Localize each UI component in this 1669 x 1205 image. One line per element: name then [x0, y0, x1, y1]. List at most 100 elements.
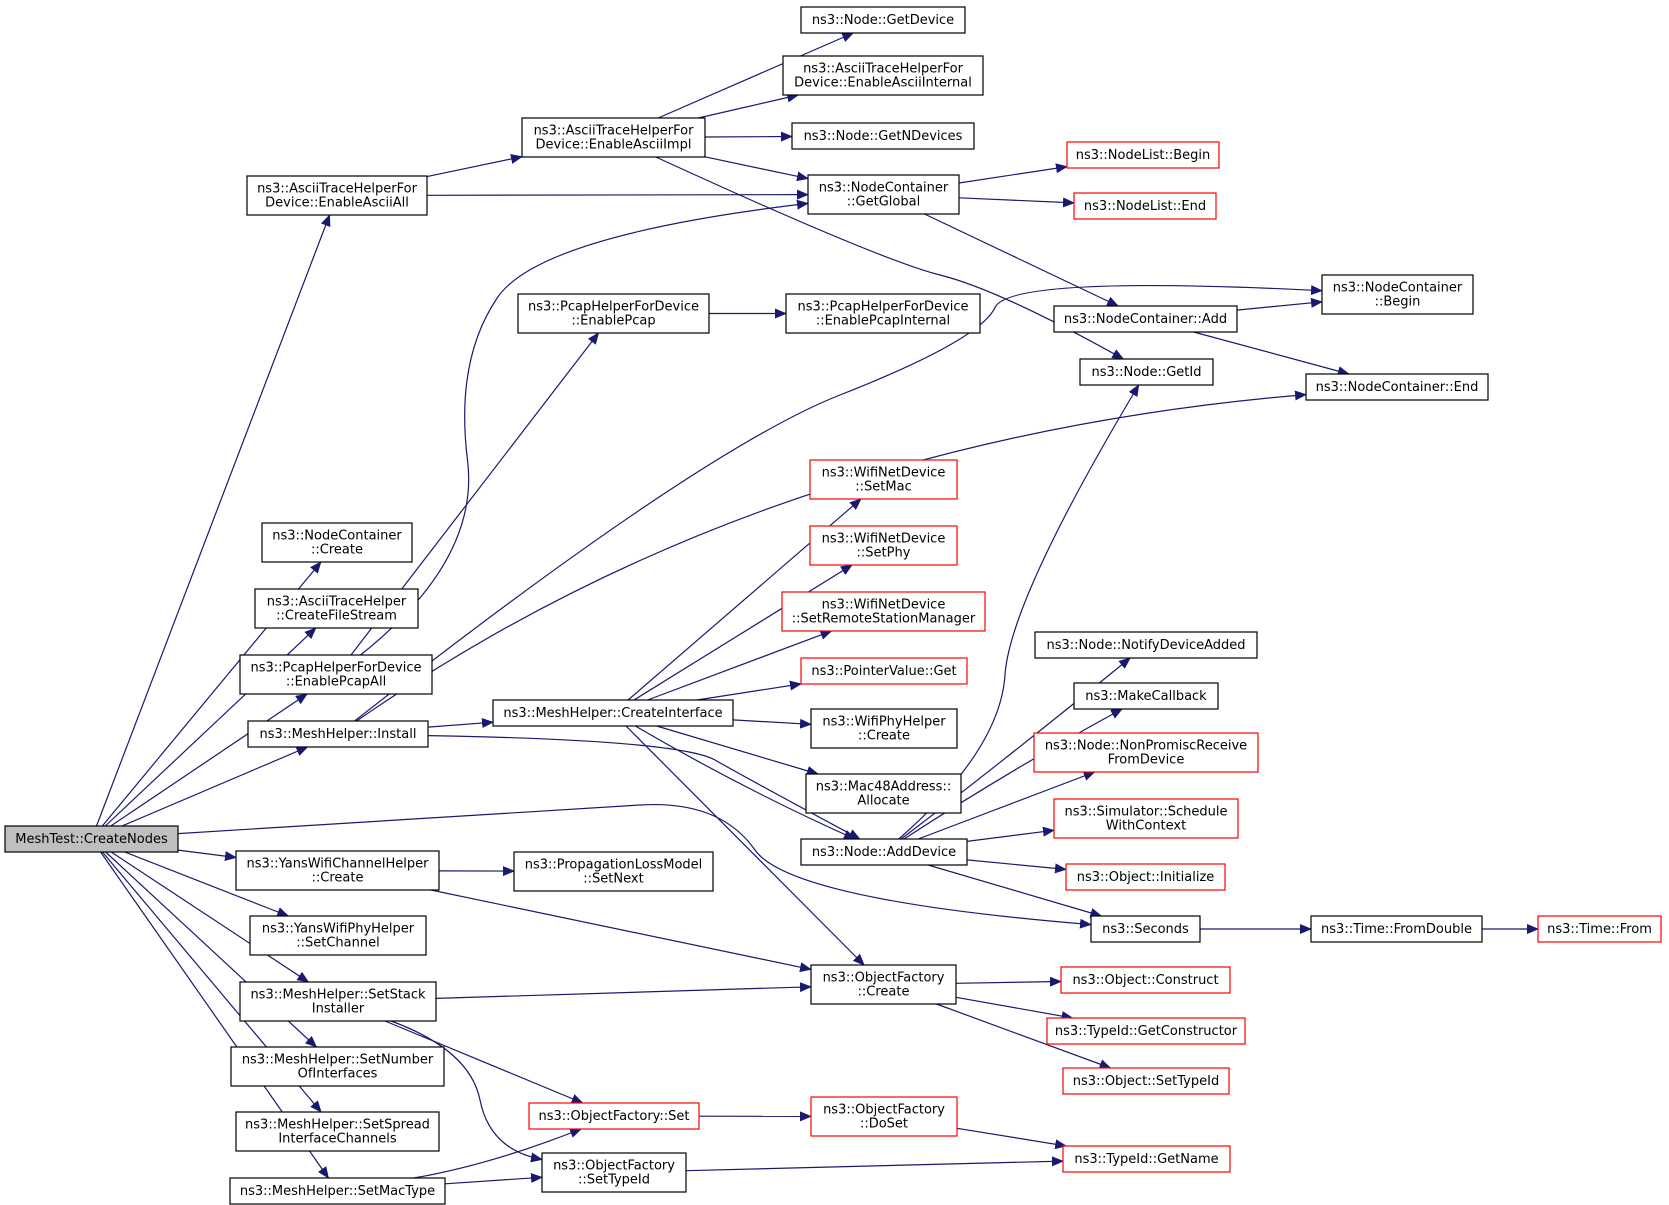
edge-yans-chan-create-to-of-create: [430, 889, 812, 973]
node-node-get-ndevices[interactable]: ns3::Node::GetNDevices: [791, 122, 975, 150]
edge-of-do-set-to-type-id-get-name: [956, 1127, 1068, 1150]
node-label: ::Create: [858, 729, 910, 744]
node-box: [247, 720, 429, 748]
node-node-add-device[interactable]: ns3::Node::AddDevice: [800, 838, 968, 866]
node-label: ns3::AsciiTraceHelperFor: [534, 124, 695, 139]
edge-node-add-device-to-schedule-with-context: [966, 826, 1055, 842]
node-time-from-double[interactable]: ns3::Time::FromDouble: [1310, 915, 1483, 943]
edges-layer: [95, 32, 1539, 1185]
node-nc-add[interactable]: ns3::NodeContainer::Add: [1053, 305, 1238, 333]
node-obj-set-type-id[interactable]: ns3::Object::SetTypeId: [1062, 1067, 1230, 1095]
node-label: ns3::AsciiTraceHelper: [267, 595, 407, 610]
node-box: [521, 117, 706, 158]
node-type-id-get-name[interactable]: ns3::TypeId::GetName: [1062, 1145, 1231, 1173]
node-box: [239, 654, 433, 695]
node-label: ns3::ObjectFactory::Set: [538, 1109, 689, 1124]
edge-enable-ascii-impl-to-enable-ascii-internal: [698, 92, 800, 119]
node-box: [246, 175, 428, 216]
node-yans-phy-set-channel[interactable]: ns3::YansWifiPhyHelper::SetChannel: [249, 915, 427, 956]
node-yans-chan-create[interactable]: ns3::YansWifiChannelHelper::Create: [235, 850, 440, 891]
node-set-spread-interface-channels[interactable]: ns3::MeshHelper::SetSpreadInterfaceChann…: [235, 1111, 440, 1152]
node-node-get-device[interactable]: ns3::Node::GetDevice: [800, 6, 966, 34]
node-seconds[interactable]: ns3::Seconds: [1090, 915, 1201, 943]
node-box: [492, 699, 734, 727]
node-node-list-end[interactable]: ns3::NodeList::End: [1073, 192, 1217, 220]
node-of-set[interactable]: ns3::ObjectFactory::Set: [528, 1102, 700, 1130]
edge-root-to-yans-phy-set-channel: [124, 851, 290, 917]
node-mac-allocate[interactable]: ns3::Mac48Address::Allocate: [805, 773, 962, 814]
node-label: ::Create: [312, 871, 364, 886]
node-prop-set-next[interactable]: ns3::PropagationLossModel::SetNext: [513, 851, 714, 892]
node-create-file-stream[interactable]: ns3::AsciiTraceHelper::CreateFileStream: [254, 588, 419, 629]
node-label: ns3::WifiNetDevice: [822, 466, 946, 481]
node-box: [805, 773, 962, 814]
node-nc-create[interactable]: ns3::NodeContainer::Create: [261, 522, 413, 563]
node-label: ns3::Seconds: [1102, 922, 1189, 937]
node-label: ::Begin: [1375, 295, 1421, 310]
node-notify-device-added[interactable]: ns3::Node::NotifyDeviceAdded: [1034, 631, 1258, 659]
node-get-constructor[interactable]: ns3::TypeId::GetConstructor: [1046, 1017, 1246, 1045]
node-create-interface[interactable]: ns3::MeshHelper::CreateInterface: [492, 699, 734, 727]
node-time-from[interactable]: ns3::Time::From: [1537, 915, 1662, 943]
node-enable-pcap[interactable]: ns3::PcapHelperForDevice::EnablePcap: [517, 293, 710, 334]
node-box: [810, 1096, 958, 1137]
node-enable-ascii-impl[interactable]: ns3::AsciiTraceHelperForDevice::EnableAs…: [521, 117, 706, 158]
node-pointer-value-get[interactable]: ns3::PointerValue::Get: [800, 657, 968, 685]
node-box: [528, 1102, 700, 1130]
node-node-list-begin[interactable]: ns3::NodeList::Begin: [1066, 141, 1220, 169]
node-box: [235, 850, 440, 891]
node-enable-pcap-all[interactable]: ns3::PcapHelperForDevice::EnablePcapAll: [239, 654, 433, 695]
node-box: [1034, 631, 1258, 659]
node-label: ns3::AsciiTraceHelperFor: [803, 62, 964, 77]
node-wifi-phy-create[interactable]: ns3::WifiPhyHelper::Create: [810, 708, 958, 749]
node-set-mac-type[interactable]: ns3::MeshHelper::SetMacType: [229, 1177, 446, 1205]
node-of-set-type-id[interactable]: ns3::ObjectFactory::SetTypeId: [541, 1152, 687, 1193]
node-label: ns3::Node::NonPromiscReceive: [1045, 739, 1247, 754]
edge-node-add-device-to-seconds: [927, 864, 1103, 918]
node-label: OfInterfaces: [298, 1067, 378, 1082]
edge-root-to-mesh-install: [121, 746, 309, 827]
node-label: ::SetMac: [855, 480, 911, 495]
edge-enable-ascii-impl-to-node-get-id: [655, 156, 1125, 360]
node-enable-ascii-internal[interactable]: ns3::AsciiTraceHelperForDevice::EnableAs…: [782, 55, 984, 96]
node-label: ns3::Object::SetTypeId: [1073, 1074, 1219, 1089]
node-root: MeshTest::CreateNodes: [4, 825, 179, 853]
node-box: [4, 825, 179, 853]
node-wnd-set-mac[interactable]: ns3::WifiNetDevice::SetMac: [809, 459, 958, 500]
node-box: [791, 122, 975, 150]
node-wnd-set-phy[interactable]: ns3::WifiNetDevice::SetPhy: [809, 525, 958, 566]
node-label: ::SetTypeId: [578, 1173, 650, 1188]
node-nc-get-global[interactable]: ns3::NodeContainer::GetGlobal: [807, 174, 960, 215]
node-obj-construct[interactable]: ns3::Object::Construct: [1060, 966, 1231, 994]
node-node-get-id[interactable]: ns3::Node::GetId: [1079, 358, 1214, 386]
node-of-do-set[interactable]: ns3::ObjectFactory::DoSet: [810, 1096, 958, 1137]
node-box: [1079, 358, 1214, 386]
edge-nc-get-global-to-node-list-begin: [958, 163, 1068, 184]
node-enable-pcap-internal[interactable]: ns3::PcapHelperForDevice::EnablePcapInte…: [785, 293, 981, 334]
node-box: [782, 55, 984, 96]
node-obj-initialize[interactable]: ns3::Object::Initialize: [1065, 863, 1226, 891]
node-label: InterfaceChannels: [278, 1132, 397, 1147]
node-label: ns3::PcapHelperForDevice: [251, 661, 422, 676]
node-nc-begin[interactable]: ns3::NodeContainer::Begin: [1321, 274, 1474, 315]
node-wnd-set-rsm[interactable]: ns3::WifiNetDevice::SetRemoteStationMana…: [781, 591, 986, 632]
node-of-create[interactable]: ns3::ObjectFactory::Create: [810, 964, 957, 1005]
node-enable-ascii-all[interactable]: ns3::AsciiTraceHelperForDevice::EnableAs…: [246, 175, 428, 216]
node-label: ::SetChannel: [296, 936, 379, 951]
node-box: [1053, 798, 1239, 839]
node-box: [541, 1152, 687, 1193]
node-mesh-install[interactable]: ns3::MeshHelper::Install: [247, 720, 429, 748]
edge-nc-add-to-nc-end: [1193, 331, 1350, 376]
edge-nc-get-global-to-node-list-end: [958, 197, 1075, 208]
node-box: [261, 522, 413, 563]
node-label: ::EnablePcap: [571, 314, 655, 329]
edge-set-stack-installer-to-of-create: [435, 982, 812, 999]
node-label: ns3::NodeContainer: [272, 529, 402, 544]
node-nc-end[interactable]: ns3::NodeContainer::End: [1305, 373, 1489, 401]
edge-root-to-seconds: [177, 803, 1092, 929]
node-make-callback[interactable]: ns3::MakeCallback: [1073, 682, 1219, 710]
